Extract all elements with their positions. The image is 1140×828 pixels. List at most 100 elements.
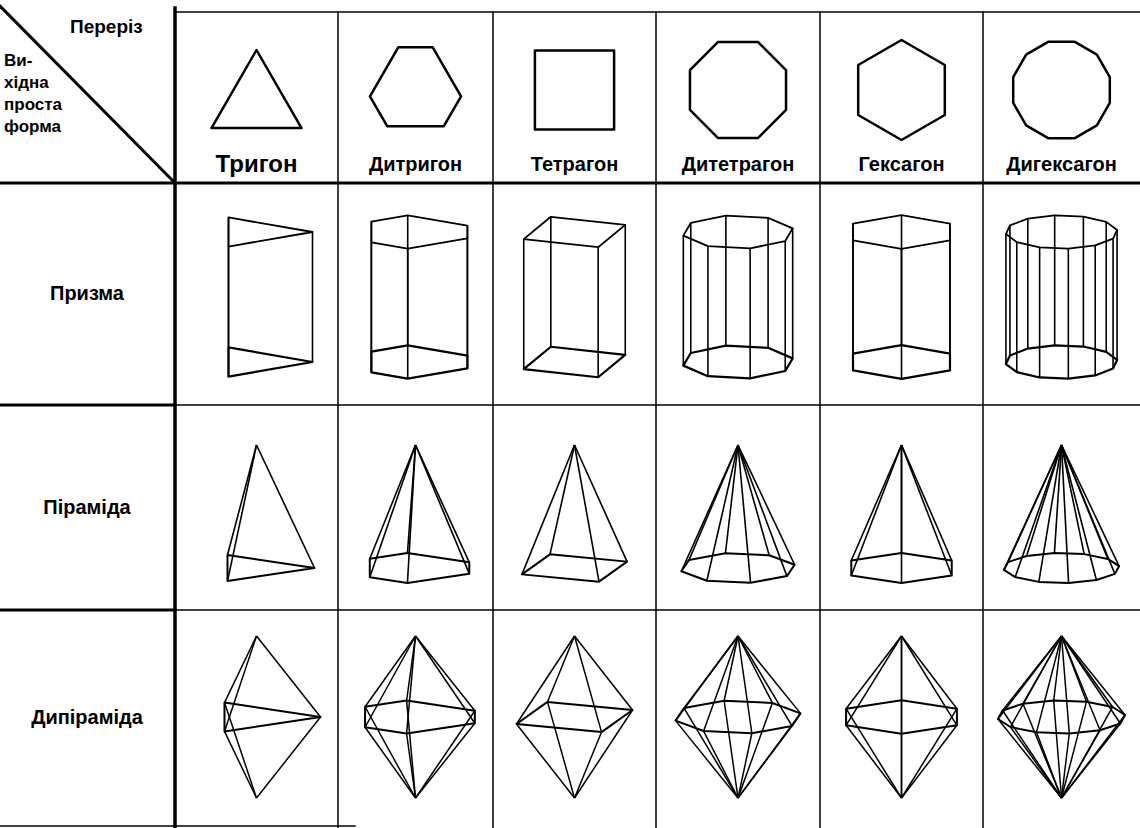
dipyramid-edge: [575, 732, 602, 798]
pyramid-edge: [681, 553, 794, 582]
dipyramid-edge: [1023, 636, 1062, 704]
prism-edge: [749, 248, 751, 378]
prism-edge: [1016, 242, 1018, 372]
dipyramid-edge: [738, 636, 792, 726]
prism-edge: [312, 232, 314, 362]
pyramid-edge: [550, 445, 575, 554]
dipyramid-edge: [684, 708, 738, 798]
prism-edge: [1068, 249, 1070, 379]
dipyramid-edge: [738, 636, 772, 703]
dipyramid-edge: [547, 702, 574, 798]
dipyramid-edge: [575, 710, 633, 798]
dipyramid-edge: [676, 636, 738, 721]
dipyramid-edge: [407, 636, 416, 701]
grid-line: [173, 8, 177, 828]
pyramid-edge: [725, 445, 738, 553]
dipyramid-edge: [547, 636, 574, 702]
column-header: Тетрагон: [531, 153, 619, 176]
prism-edge: [371, 345, 467, 378]
prism-edge: [683, 216, 792, 249]
prism-edge: [1027, 219, 1029, 349]
dipyramid-edge: [1062, 707, 1113, 798]
dipyramid-edge: [1062, 702, 1087, 798]
prism-edge: [1006, 215, 1117, 248]
pyramid-edge: [707, 445, 738, 581]
pyramid-edge: [1004, 445, 1062, 570]
prism-edge: [1083, 217, 1085, 347]
dipyramid-edge: [1062, 636, 1087, 702]
dipyramid-edge: [516, 702, 632, 732]
row-header: Призма: [50, 282, 124, 305]
dipyramid-edge: [1054, 700, 1062, 798]
dipyramid-edge: [1062, 636, 1070, 734]
dipyramid-edge: [1062, 715, 1126, 798]
dipyramid-edge: [738, 713, 800, 798]
pyramid-edge: [689, 445, 738, 560]
pyramid-edge: [738, 445, 787, 576]
prism-edge: [792, 228, 794, 358]
dipyramid-edge: [704, 636, 738, 731]
dipyramid-edge: [365, 701, 475, 734]
dipyramid-edge: [846, 636, 901, 725]
pyramid-edge: [416, 445, 470, 574]
dipyramid-edge: [724, 636, 738, 701]
prism-edge: [624, 225, 626, 355]
row-header: Дипіраміда: [31, 706, 143, 729]
grid-line: [175, 609, 1140, 611]
pyramid-edge: [1062, 445, 1085, 554]
dipyramid-edge: [365, 636, 415, 707]
crystal-figures: [211, 40, 1125, 798]
pyramid-edge: [902, 445, 952, 576]
prism-edge: [784, 241, 786, 371]
prism-edge: [524, 217, 626, 247]
prism-edge: [690, 223, 692, 353]
grid-line: [819, 12, 821, 828]
dipyramid-edge: [257, 717, 321, 798]
dipyramid-edge: [902, 725, 957, 798]
pyramid-edge: [901, 445, 903, 553]
dipyramid-edge: [901, 636, 903, 700]
pyramid-edge: [228, 555, 315, 581]
dipyramid-edge: [365, 727, 415, 798]
prism-edge: [467, 238, 469, 368]
dipyramid-edge: [225, 703, 321, 732]
dipyramid-edge: [738, 636, 800, 713]
column-header: Дитетрагон: [682, 153, 795, 176]
dipyramid-edge: [902, 709, 957, 798]
dipyramid-edge: [516, 636, 574, 724]
grid-line: [0, 609, 175, 612]
grid-line: [655, 12, 657, 828]
prism-edge: [1006, 345, 1117, 378]
header-label: Переріз: [70, 16, 143, 38]
prism-edge: [852, 224, 854, 354]
section-outline: [690, 42, 786, 138]
dipyramid-edge: [676, 701, 801, 733]
pyramid-edge: [1039, 445, 1062, 582]
dipyramid-edge: [416, 711, 475, 798]
prism-edge: [1105, 222, 1107, 352]
prism-edge: [683, 346, 792, 379]
dipyramid-edge: [1054, 636, 1062, 700]
grid-line: [175, 11, 1140, 13]
pyramid-edge: [228, 445, 257, 581]
section-outline: [370, 47, 461, 126]
prism-edge: [767, 218, 769, 348]
dipyramid-edge: [1036, 636, 1061, 732]
diagonal-line: [0, 6, 175, 183]
dipyramid-edge: [901, 700, 903, 798]
prism-edge: [407, 215, 409, 345]
pyramid-edge: [901, 445, 903, 583]
dipyramid-edge: [1062, 636, 1121, 724]
prism-edge: [683, 236, 685, 366]
dipyramid-edge: [225, 731, 257, 798]
prism-edge: [228, 217, 230, 347]
grid-line: [0, 404, 175, 407]
dipyramid-edge: [575, 636, 633, 710]
pyramid-edge: [257, 445, 315, 568]
pyramid-edge: [1054, 445, 1061, 553]
dipyramid-edge: [407, 701, 416, 798]
grid-line: [337, 12, 339, 828]
pyramid-edge: [1062, 445, 1115, 574]
